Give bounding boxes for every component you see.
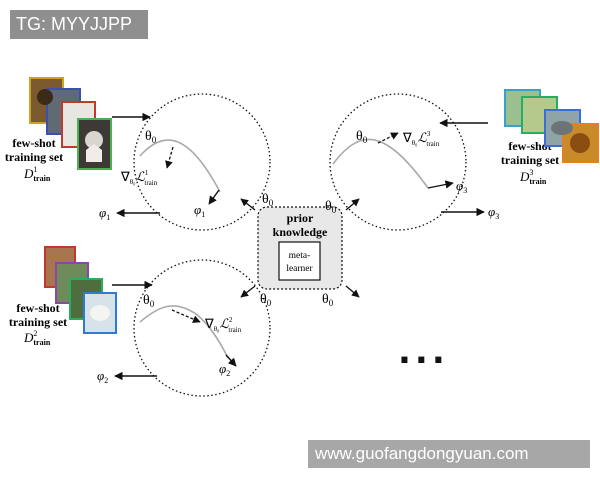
box-to-future-arrow (345, 285, 360, 298)
watermark-bottom: www.guofangdongyuan.com (308, 440, 590, 468)
box-to-circle3-arrow (345, 198, 360, 211)
theta-label-box-tr: θ0 (325, 199, 337, 215)
set-label-1-line2: training set (5, 150, 63, 164)
set-label-2-line2: training set (9, 315, 67, 329)
box-to-circle1-arrow (240, 198, 256, 211)
animal-photo-icon (551, 121, 573, 135)
theta-label-box-bl: θ0 (260, 292, 272, 308)
set-label-3-line1: few-shot (508, 139, 551, 153)
knowledge-label: knowledge (273, 225, 328, 239)
theta-label-box-br: θ0 (322, 292, 334, 308)
update-arrow-1 (208, 189, 220, 205)
phi-label-inner-3: φ3 (456, 178, 467, 195)
phi-label-out-1: φ1 (99, 205, 110, 222)
photo-stack-2 (44, 246, 117, 334)
phi-label-inner-2: φ2 (219, 361, 230, 378)
update-arrow-2 (225, 354, 237, 367)
trajectory-curve-3 (332, 138, 429, 189)
gradient-arrow-3 (377, 132, 399, 144)
phi-label-out-3: φ3 (488, 204, 499, 221)
theta-label-3: θ0 (356, 129, 368, 145)
phi-label-out-2: φ2 (97, 368, 108, 385)
phi-label-inner-1: φ1 (194, 202, 205, 219)
set-label-1-line1: few-shot (12, 136, 55, 150)
meta-label: meta- (289, 251, 311, 261)
trajectory-curve-1 (139, 139, 221, 193)
photo-stack-3 (504, 89, 599, 163)
set-label-2-line1: few-shot (16, 301, 59, 315)
photo-stack-1 (29, 77, 112, 170)
ellipsis-more-tasks: ... (398, 332, 449, 372)
set-label-3-line2: training set (501, 153, 559, 167)
watermark-top: TG: MYYJJPP (10, 10, 148, 39)
gradient-arrow-1 (165, 146, 174, 169)
theta-label-2: θ0 (143, 293, 155, 309)
task-circle-1 (133, 93, 271, 231)
task-circle-3 (329, 93, 467, 231)
meta-learner-box (278, 241, 321, 281)
theta-label-box-tl: θ0 (262, 192, 274, 208)
prior-label: prior (287, 211, 314, 225)
gradient-arrow-2 (171, 309, 201, 323)
theta-label-1: θ0 (145, 129, 157, 145)
update-arrow-3 (427, 180, 454, 189)
task-circle-2 (133, 259, 271, 397)
trajectory-curve-2 (139, 305, 229, 359)
dog-photo-icon (37, 89, 53, 105)
box-to-circle2-arrow (240, 285, 256, 298)
learner-label: learner (286, 264, 313, 274)
